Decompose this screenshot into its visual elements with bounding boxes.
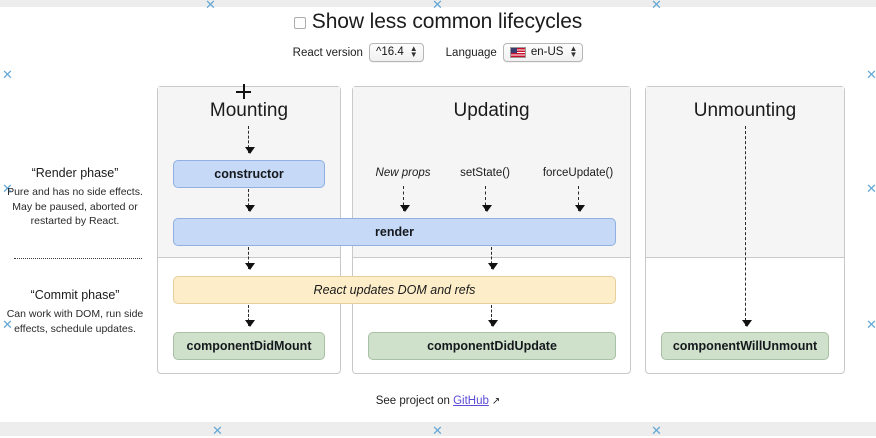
language-label: Language: [445, 46, 497, 59]
footer-text: See project on: [375, 395, 454, 407]
language-control: Language en-US ▲▼: [446, 43, 584, 62]
watermark-x-icon: ✕: [2, 317, 13, 332]
arrow-dom-to-did-mount: [244, 305, 255, 327]
github-link[interactable]: GitHub: [453, 395, 489, 407]
arrow-set-state-to-render: [481, 186, 492, 212]
node-component-will-unmount[interactable]: componentWillUnmount: [661, 332, 829, 360]
react-version-label: React version: [292, 46, 363, 59]
arrow-new-props-to-render: [399, 186, 410, 212]
watermark-x-icon: ✕: [651, 0, 662, 12]
controls-row: React version ^16.4 ▲▼ Language en-US ▲▼: [0, 43, 876, 62]
footer: See project on GitHub↗: [0, 395, 876, 407]
commit-phase-title: “Commit phase”: [30, 288, 120, 302]
arrow-constructor-to-render: [244, 189, 255, 212]
react-version-control: React version ^16.4 ▲▼: [293, 43, 424, 62]
trigger-force-update: forceUpdate(): [542, 167, 614, 179]
node-constructor[interactable]: constructor: [173, 160, 325, 188]
watermark-x-icon: ✕: [2, 181, 13, 196]
react-version-select[interactable]: ^16.4 ▲▼: [368, 43, 424, 62]
node-component-did-mount[interactable]: componentDidMount: [173, 332, 325, 360]
render-phase-text: Pure and has no side effects. May be pau…: [7, 186, 143, 227]
column-title-unmounting: Unmounting: [693, 100, 797, 121]
arrow-unmounting-to-will-unmount: [741, 126, 752, 327]
node-component-did-update[interactable]: componentDidUpdate: [368, 332, 616, 360]
react-version-value: ^16.4: [375, 46, 404, 58]
language-value: en-US: [530, 46, 564, 58]
show-less-common-lifecycles-toggle[interactable]: Show less common lifecycles: [293, 10, 583, 34]
page-title: Show less common lifecycles: [311, 10, 583, 33]
node-react-updates-dom-refs: React updates DOM and refs: [173, 276, 616, 304]
chevron-updown-icon: ▲▼: [409, 44, 418, 59]
arrow-mounting-to-constructor: [244, 126, 255, 154]
arrow-render-to-dom-updating: [487, 247, 498, 270]
watermark-x-icon: ✕: [651, 423, 662, 438]
page-header: Show less common lifecycles React versio…: [0, 10, 876, 62]
column-title-mounting: Mounting: [209, 100, 289, 121]
show-less-common-lifecycles-checkbox[interactable]: [293, 17, 306, 29]
watermark-x-icon: ✕: [866, 67, 876, 82]
watermark-x-icon: ✕: [432, 0, 443, 12]
chevron-updown-icon: ▲▼: [569, 44, 578, 59]
watermark-x-icon: ✕: [866, 317, 876, 332]
watermark-x-icon: ✕: [205, 0, 216, 12]
watermark-x-icon: ✕: [866, 181, 876, 196]
trigger-new-props: New props: [375, 167, 431, 179]
phase-divider: [14, 258, 142, 259]
arrow-dom-to-did-update: [487, 305, 498, 327]
node-render[interactable]: render: [173, 218, 616, 246]
arrow-force-update-to-render: [574, 186, 585, 212]
watermark-x-icon: ✕: [2, 67, 13, 82]
bottom-edge-strip: [0, 422, 876, 436]
render-phase-title: “Render phase”: [31, 166, 119, 180]
us-flag-icon: [509, 46, 526, 58]
external-link-icon: ↗: [491, 396, 501, 407]
trigger-set-state: setState(): [460, 167, 510, 179]
crosshair-cursor: [236, 84, 251, 99]
commit-phase-description: “Commit phase” Can work with DOM, run si…: [0, 288, 150, 336]
watermark-x-icon: ✕: [432, 423, 443, 438]
arrow-render-to-dom-mounting: [244, 247, 255, 270]
commit-phase-text: Can work with DOM, run side effects, sch…: [6, 308, 144, 335]
watermark-x-icon: ✕: [212, 423, 223, 438]
top-edge-strip: [0, 0, 876, 7]
render-phase-description: “Render phase” Pure and has no side effe…: [0, 166, 150, 229]
language-select[interactable]: en-US ▲▼: [502, 43, 584, 62]
column-title-updating: Updating: [453, 100, 530, 121]
